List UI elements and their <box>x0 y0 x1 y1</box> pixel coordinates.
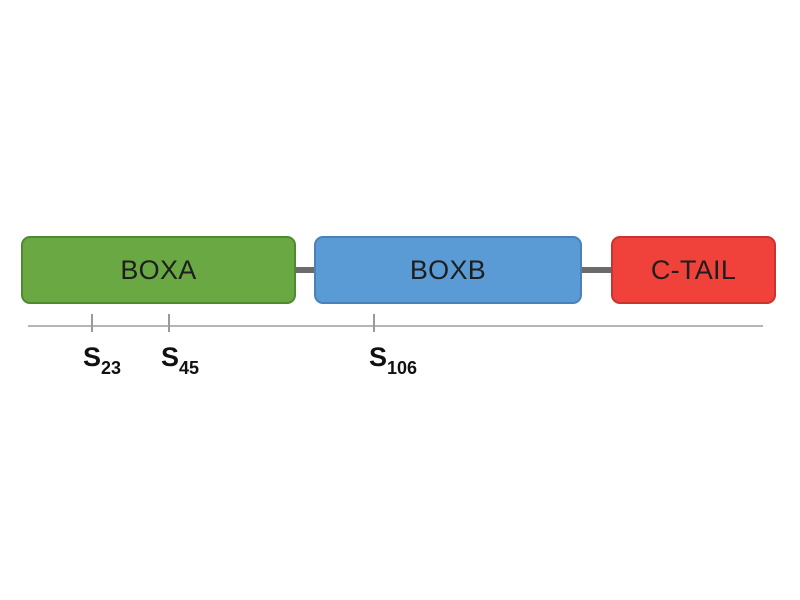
site-number: 23 <box>101 358 122 378</box>
site-number: 106 <box>387 358 418 378</box>
site-letter: S <box>83 342 102 372</box>
domain-boxa-label: BOXA <box>120 254 197 285</box>
sequence-axis <box>28 325 763 327</box>
tick-s23 <box>91 314 93 332</box>
site-label-s23: S23 <box>83 342 121 378</box>
site-number: 45 <box>179 358 200 378</box>
site-label-s45: S45 <box>161 342 199 378</box>
domain-boxb: BOXB <box>314 236 582 304</box>
domain-ctail: C-TAIL <box>611 236 776 304</box>
linker-boxa-boxb <box>294 267 316 273</box>
site-label-s106: S106 <box>369 342 417 378</box>
site-letter: S <box>161 342 180 372</box>
tick-s45 <box>168 314 170 332</box>
linker-boxb-ctail <box>580 267 613 273</box>
tick-s106 <box>373 314 375 332</box>
site-letter: S <box>369 342 388 372</box>
domain-boxa: BOXA <box>21 236 296 304</box>
domain-boxb-label: BOXB <box>409 254 487 285</box>
domain-ctail-label: C-TAIL <box>650 254 737 285</box>
